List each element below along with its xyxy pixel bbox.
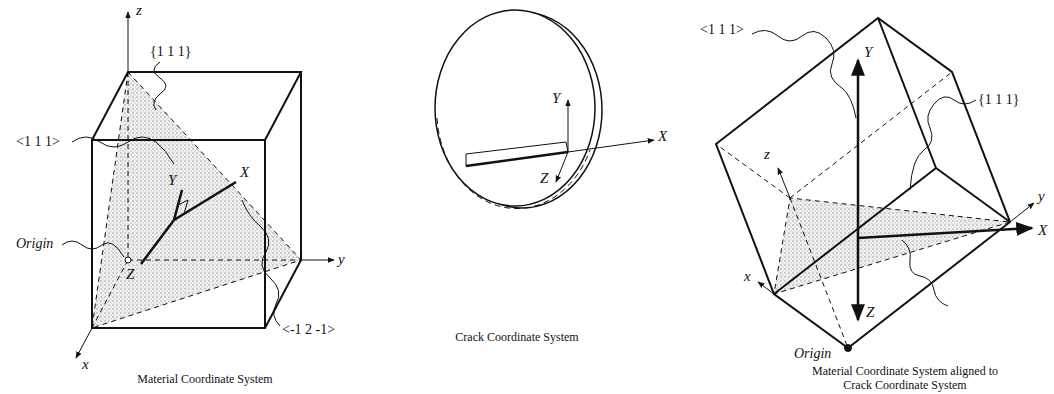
caption: Material Coordinate System (137, 372, 272, 386)
axis-label: x (744, 268, 751, 284)
direction-label: <1 1 1> (16, 134, 60, 150)
direction-label: <1 1 1> (700, 22, 744, 38)
origin-label: Origin (794, 346, 831, 362)
axis-label: X (240, 164, 249, 180)
axis-label: y (1038, 188, 1045, 204)
crack-disk (435, 10, 654, 209)
caption: Crack Coordinate System (455, 330, 578, 344)
aligned-cube (716, 18, 1034, 352)
axis-label: z (136, 2, 142, 18)
axis-label: y (338, 251, 345, 267)
origin-label: Origin (16, 236, 53, 252)
axis-label: Y (552, 90, 560, 106)
plane-label: {1 1 1} (978, 92, 1019, 108)
axis-label: Z (126, 266, 134, 282)
axis-label: Y (168, 172, 176, 188)
axis-label: x (82, 356, 89, 372)
direction-label: <-1 2 -1> (282, 322, 335, 338)
plane-label: {1 1 1} (150, 44, 191, 60)
material-cube (62, 12, 334, 358)
axis-label: Z (866, 304, 874, 320)
axis-label: Y (864, 44, 872, 60)
axis-label: Z (540, 170, 548, 186)
axis-label: X (658, 128, 667, 144)
axis-label: z (764, 146, 770, 162)
caption: Material Coordinate System aligned to Cr… (800, 364, 1010, 392)
axis-label: X (1038, 222, 1047, 238)
